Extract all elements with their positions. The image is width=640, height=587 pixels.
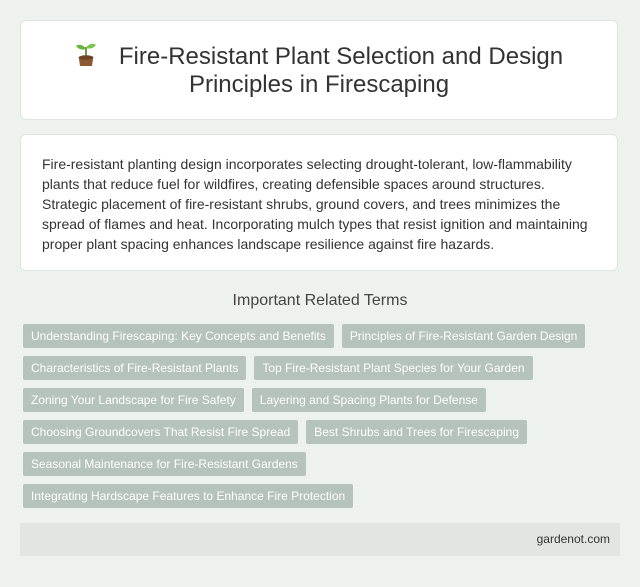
title-card: Fire-Resistant Plant Selection and Desig… (20, 20, 618, 120)
footer: gardenot.com (20, 523, 620, 556)
related-term-tag[interactable]: Layering and Spacing Plants for Defense (251, 388, 486, 412)
related-term-tag[interactable]: Principles of Fire-Resistant Garden Desi… (341, 324, 586, 348)
related-term-tag[interactable]: Integrating Hardscape Features to Enhanc… (23, 484, 354, 508)
summary-text: Fire-resistant planting design incorpora… (42, 156, 588, 252)
related-term-tag[interactable]: Seasonal Maintenance for Fire-Resistant … (23, 452, 306, 476)
related-term-tag[interactable]: Characteristics of Fire-Resistant Plants (23, 356, 247, 380)
related-term-tag[interactable]: Top Fire-Resistant Plant Species for You… (254, 356, 533, 380)
summary-card: Fire-resistant planting design incorpora… (20, 134, 618, 271)
related-terms-list: Understanding Firescaping: Key Concepts … (23, 324, 623, 508)
footer-site-link[interactable]: gardenot.com (536, 532, 610, 546)
page-title: Fire-Resistant Plant Selection and Desig… (59, 41, 579, 99)
sprout-icon (75, 43, 96, 66)
related-terms-heading: Important Related Terms (232, 292, 408, 309)
related-term-tag[interactable]: Zoning Your Landscape for Fire Safety (23, 388, 244, 412)
related-term-tag[interactable]: Choosing Groundcovers That Resist Fire S… (23, 420, 299, 444)
page-title-text: Fire-Resistant Plant Selection and Desig… (118, 43, 564, 98)
related-term-tag[interactable]: Understanding Firescaping: Key Concepts … (23, 324, 334, 348)
related-term-tag[interactable]: Best Shrubs and Trees for Firescaping (306, 420, 528, 444)
